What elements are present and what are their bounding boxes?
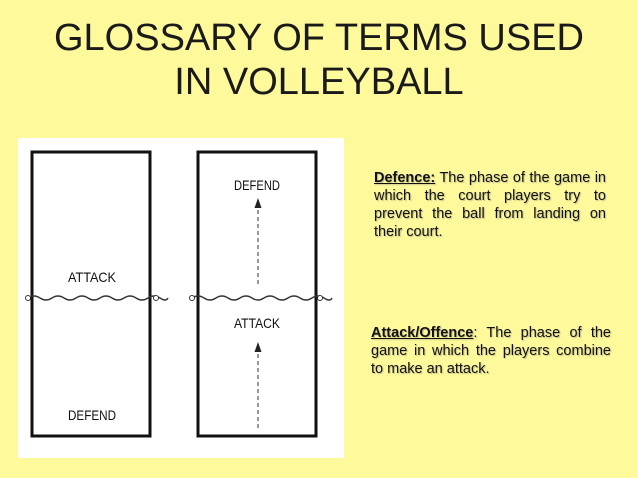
arrow-up-icon: [254, 198, 262, 208]
defence-text: The phase of the game in which the court…: [374, 170, 606, 240]
court-1-outline: [30, 150, 152, 438]
court-2-net: [191, 295, 333, 301]
slide-title-line-1: GLOSSARY OF TERMS USED: [53, 17, 585, 59]
attack-definition: Attack/Offence: The phase of the game in…: [371, 324, 611, 378]
court-2-bottom-label: ATTACK: [234, 315, 281, 331]
arrow-up-icon: [254, 342, 262, 352]
slide-title: GLOSSARY OF TERMS USED IN VOLLEYBALL: [20, 16, 618, 104]
defence-definition: Defence: The phase of the game in which …: [374, 169, 606, 241]
court-1-net-post-left: [25, 295, 31, 301]
court-1-net-post-right: [153, 295, 159, 301]
court-diagram: ATTACK DEFEND DEFEND ATTACK: [18, 138, 344, 458]
court-2-top-label: DEFEND: [234, 177, 280, 193]
court-2-net-post-left: [189, 295, 195, 301]
slide-title-line-2: IN VOLLEYBALL: [174, 61, 464, 103]
defence-term: Defence:: [374, 170, 436, 186]
court-2-net-post-right: [317, 295, 323, 301]
court-1-net: [27, 295, 169, 301]
attack-text: : The phase of the game in which the pla…: [371, 325, 611, 377]
court-2-outline: [196, 150, 318, 438]
attack-term: Attack/Offence: [371, 325, 474, 341]
court-1-bottom-label: DEFEND: [68, 407, 116, 423]
court-diagram-svg: ATTACK DEFEND DEFEND ATTACK: [25, 150, 333, 438]
court-1-top-label: ATTACK: [68, 269, 117, 285]
